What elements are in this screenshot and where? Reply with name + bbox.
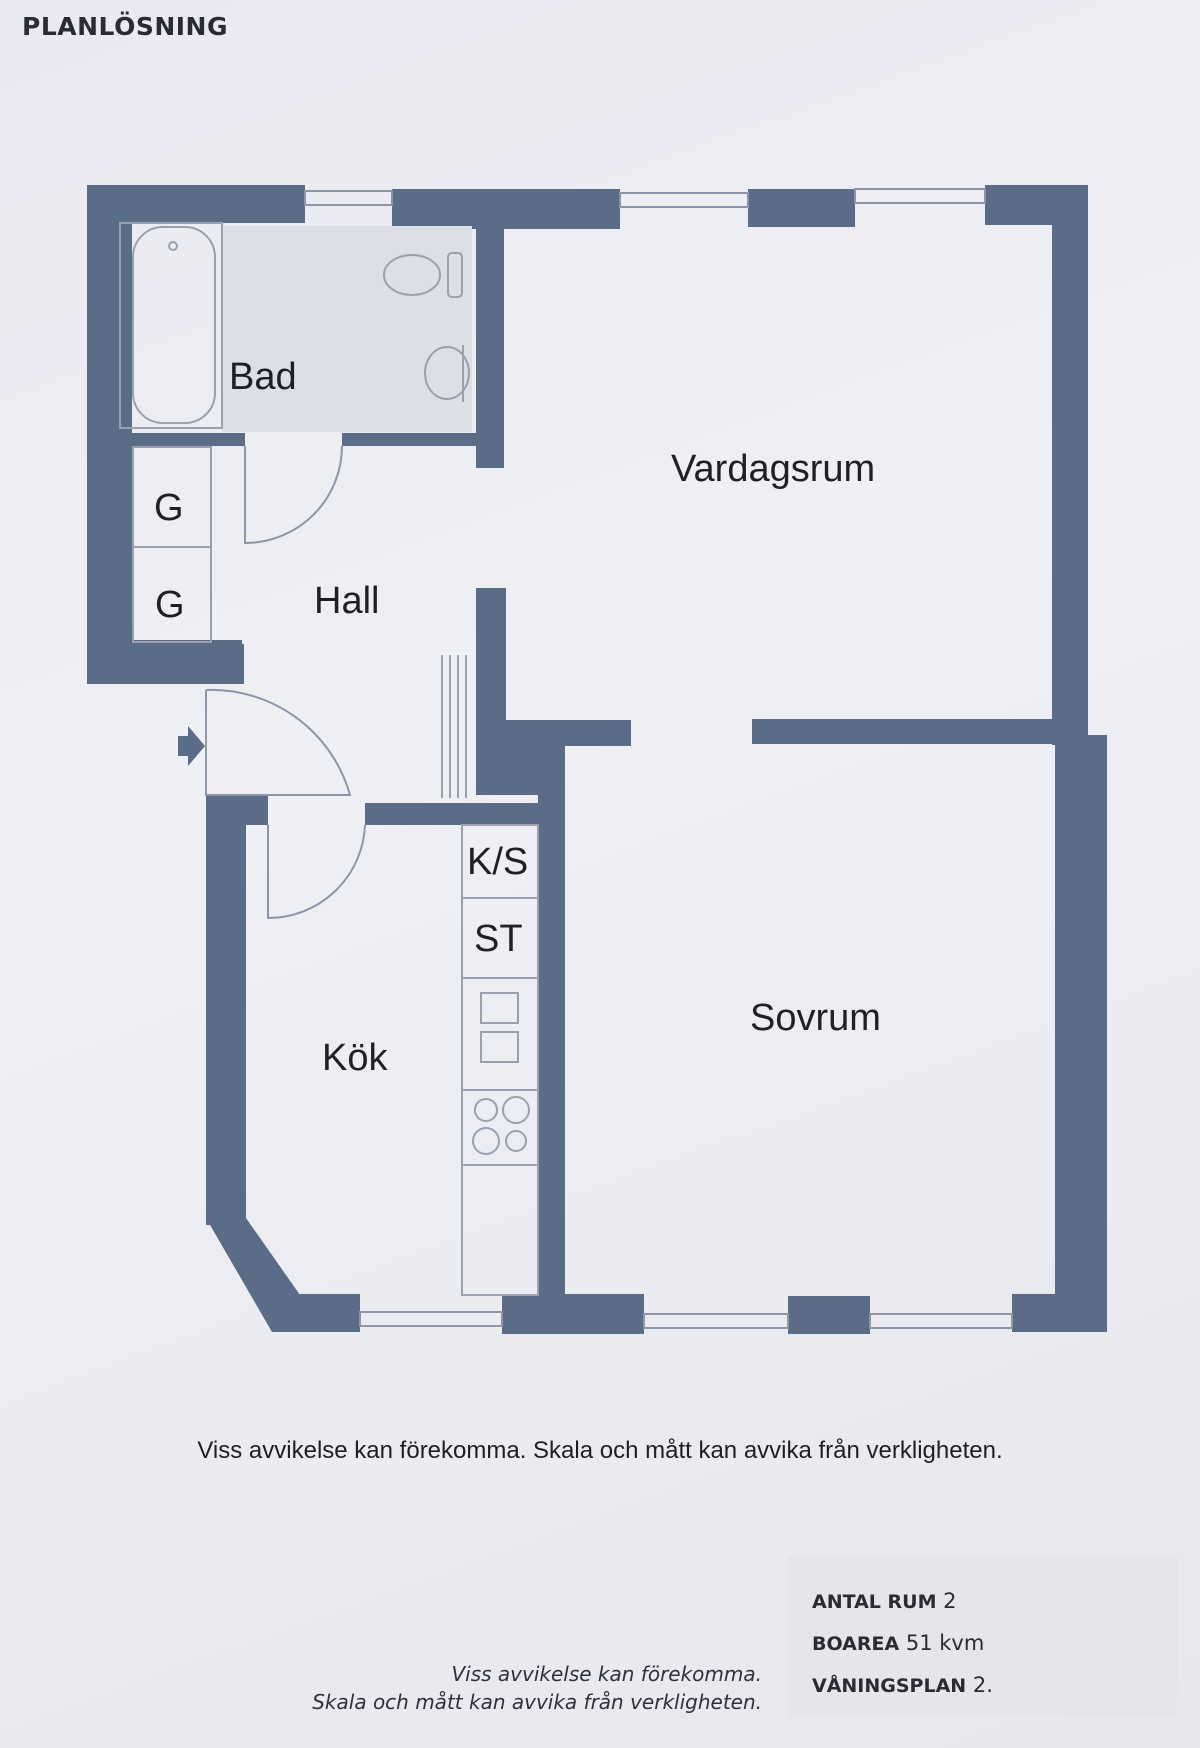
wall-right-lower: [1055, 735, 1107, 1332]
wall-kitchen-left: [206, 795, 246, 1225]
info-box: ANTAL RUM 2 BOAREA 51 kvm VÅNINGSPLAN 2.: [788, 1557, 1178, 1717]
floor-plan: Bad Vardagsrum G G Hall K/S ST Kök Sovru…: [87, 185, 1107, 1334]
room-label-sovrum: Sovrum: [750, 997, 881, 1039]
footnote-line-2: Skala och mått kan avvika från verklighe…: [312, 1690, 762, 1714]
door-entry: [205, 688, 352, 796]
wall-bottom-4: [1012, 1294, 1107, 1332]
door-bath: [244, 445, 343, 545]
kitchen-sink-icon: [480, 992, 519, 1024]
entrance-arrow-icon: [178, 726, 205, 766]
info-area: BOAREA 51 kvm: [812, 1623, 1178, 1665]
walls: [87, 185, 1107, 1334]
wall-bottom-3: [788, 1296, 870, 1334]
wall-bath-bottom-l: [125, 433, 245, 446]
info-floor-value: 2.: [972, 1673, 993, 1697]
wall-bath-bottom-r: [342, 433, 478, 446]
footnote: Viss avvikelse kan förekomma. Skala och …: [312, 1660, 762, 1716]
info-rooms-value: 2: [943, 1589, 957, 1613]
doors: [205, 445, 366, 920]
wall-closet: [130, 640, 242, 654]
bathtub-icon: [119, 222, 223, 429]
room-label-bad: Bad: [229, 356, 297, 398]
window-top-1: [304, 190, 393, 206]
bath-floor: [222, 226, 472, 432]
room-label-g2: G: [155, 584, 185, 626]
door-kitchen: [267, 824, 366, 920]
wall-bath-right: [476, 225, 504, 468]
window-top-2: [619, 192, 749, 208]
window-bottom-2: [643, 1313, 789, 1329]
room-label-st: ST: [474, 918, 523, 960]
wall-left: [87, 185, 132, 683]
footnote-line-1: Viss avvikelse kan förekomma.: [451, 1662, 762, 1686]
window-bottom-1: [359, 1311, 503, 1327]
room-label-hall: Hall: [314, 580, 379, 622]
info-area-value: 51 kvm: [905, 1631, 985, 1655]
kitchen-counter: [461, 824, 539, 1296]
bathtub-inner: [132, 226, 216, 424]
page-title: PLANLÖSNING: [22, 12, 228, 41]
wall-top-3: [748, 189, 855, 227]
info-rooms-label: ANTAL RUM: [812, 1591, 937, 1613]
info-rooms: ANTAL RUM 2: [812, 1581, 1178, 1623]
wall-kitchen-top-r: [365, 803, 540, 825]
toilet-icon: [383, 254, 441, 296]
room-label-kok: Kök: [322, 1037, 388, 1079]
wall-top-2: [392, 189, 620, 229]
fixtures: [119, 222, 539, 1296]
wall-right: [1052, 185, 1088, 745]
wall-bottom-1: [272, 1294, 360, 1332]
wall-bottom-2: [502, 1294, 644, 1334]
wall-kitchen-top: [243, 795, 268, 825]
wall-living-bedroom: [752, 719, 1058, 744]
stove-icon: [474, 1098, 498, 1122]
closet-2: [132, 546, 212, 643]
info-area-label: BOAREA: [812, 1633, 900, 1655]
room-label-ks: K/S: [467, 841, 528, 883]
wall-kitchen-bedroom: [538, 745, 565, 1295]
window-bottom-3: [869, 1313, 1013, 1329]
disclaimer-text: Viss avvikelse kan förekomma. Skala och …: [197, 1437, 1003, 1464]
windows: [304, 188, 1013, 1329]
sink-icon: [424, 346, 470, 400]
info-floor: VÅNINGSPLAN 2.: [812, 1665, 1178, 1707]
room-label-vardagsrum: Vardagsrum: [671, 448, 875, 490]
window-top-3: [854, 188, 986, 204]
room-label-g1: G: [154, 487, 184, 529]
info-floor-label: VÅNINGSPLAN: [812, 1675, 967, 1697]
